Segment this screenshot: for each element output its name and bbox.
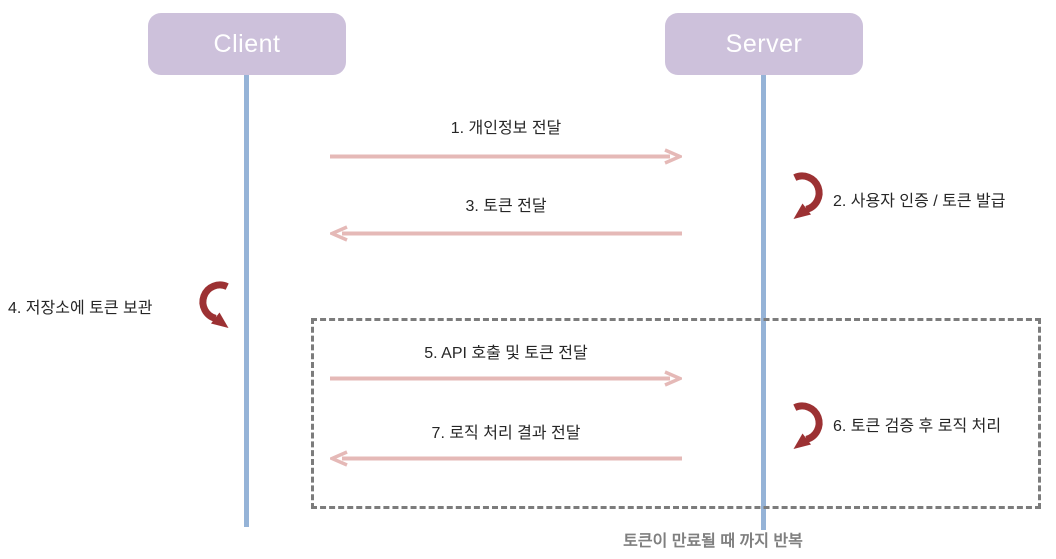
arrow-right-icon xyxy=(330,370,682,387)
message-label-6: 6. 토큰 검증 후 로직 처리 xyxy=(833,418,1002,435)
arrow-left-icon xyxy=(330,225,682,242)
self-loop-arrow-icon xyxy=(793,172,823,219)
self-loop-arrow-icon xyxy=(793,402,823,449)
actor-label-client: Client xyxy=(213,29,281,58)
arrow-left-icon xyxy=(330,450,682,467)
message-label-1: 1. 개인정보 전달 xyxy=(450,120,562,137)
actor-box-client: Client xyxy=(148,13,346,75)
self-loop-arrow-icon xyxy=(199,281,229,328)
loop-caption: 토큰이 만료될 때 까지 반복 xyxy=(623,533,803,550)
loop-box xyxy=(311,318,1041,509)
actor-box-server: Server xyxy=(665,13,863,75)
message-label-2: 2. 사용자 인증 / 토큰 발급 xyxy=(833,193,1006,210)
message-label-7: 7. 로직 처리 결과 전달 xyxy=(431,425,581,442)
arrow-right-icon xyxy=(330,148,682,165)
message-label-5: 5. API 호출 및 토큰 전달 xyxy=(424,345,588,362)
message-label-3: 3. 토큰 전달 xyxy=(465,198,547,215)
lifeline-server xyxy=(761,75,766,530)
actor-label-server: Server xyxy=(725,29,803,58)
lifeline-client xyxy=(244,75,249,527)
message-label-4: 4. 저장소에 토큰 보관 xyxy=(8,300,153,317)
